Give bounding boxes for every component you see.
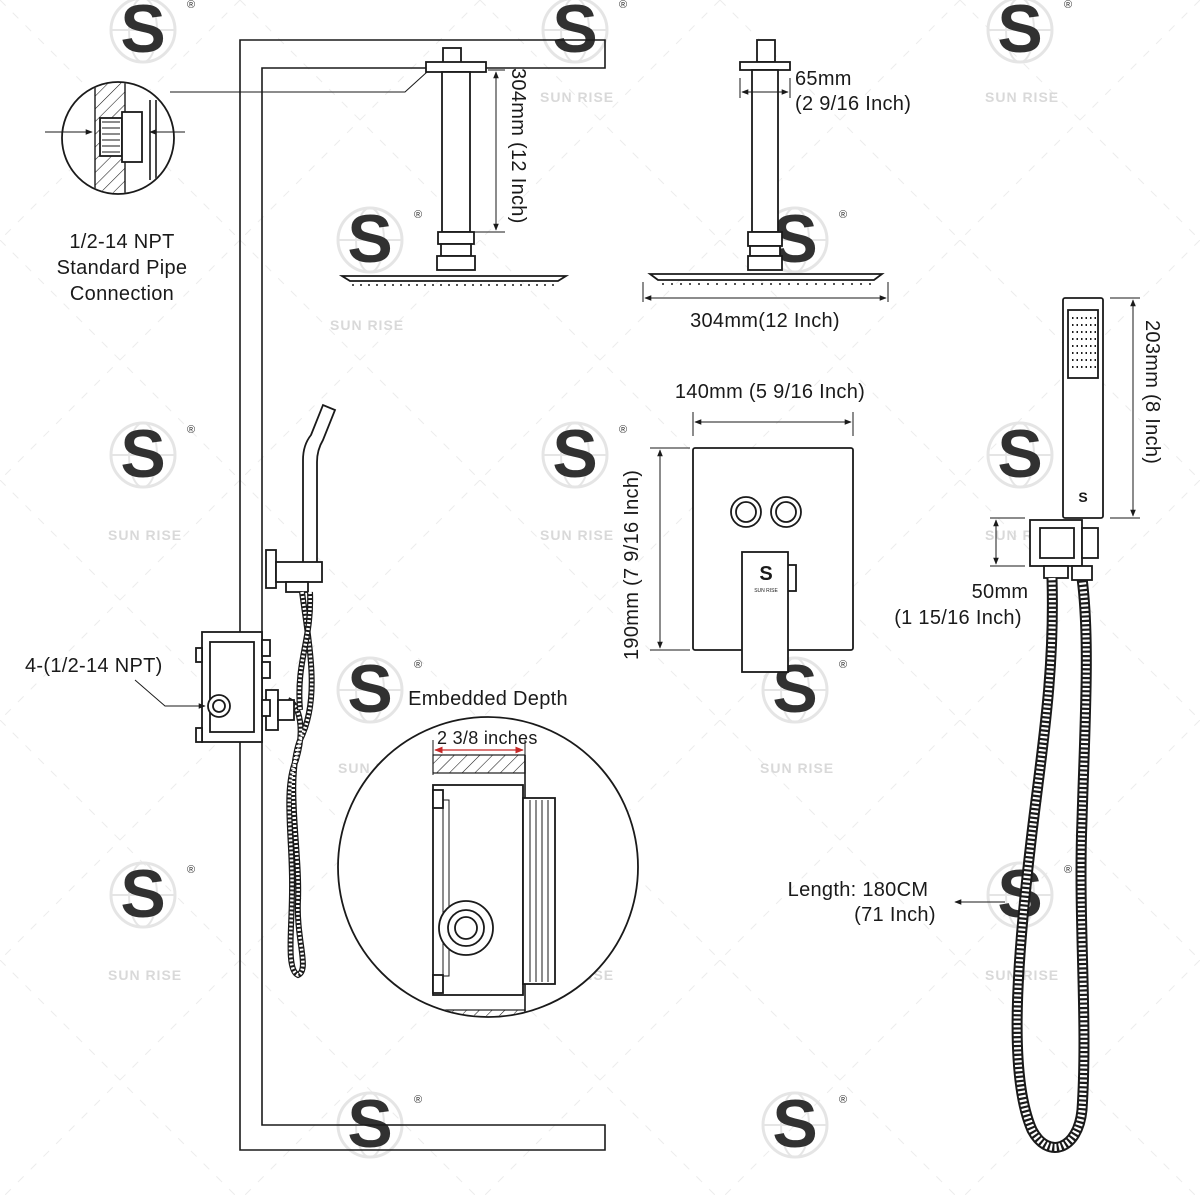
svg-text:Standard Pipe: Standard Pipe [57,257,188,279]
hand-shower-logo: S [1078,489,1087,505]
svg-text:65mm: 65mm [795,68,852,90]
svg-text:1/2-14 NPT: 1/2-14 NPT [69,231,174,253]
svg-text:SUN RISE: SUN RISE [330,317,404,333]
svg-text:SUN RISE: SUN RISE [540,527,614,543]
shower-head-detail [647,273,885,285]
valve-handle [741,551,789,673]
hose-length-callout: Length: 180CM (71 Inch) [788,879,1005,926]
svg-text:Connection: Connection [70,283,174,305]
arm-base-dimension: 65mm (2 9/16 Inch) [739,68,911,115]
embedded-depth-detail: Embedded Depth 2 3/8 inches [337,688,639,1018]
valve-logo-text: SUN RISE [754,588,778,594]
pipe-connection-callout: 1/2-14 NPT Standard Pipe Connection [57,231,188,305]
valve-plate-height-dimension: 190mm (7 9/16 Inch) [621,447,690,660]
installed-shower-arm [425,47,487,271]
svg-text:(71 Inch): (71 Inch) [854,904,936,926]
svg-text:50mm: 50mm [972,581,1029,603]
pipe-connection-detail [45,81,185,195]
arm-height-label: 304mm (12 Inch) [507,68,529,224]
svg-text:SUN RISE: SUN RISE [108,527,182,543]
pipe-leader-line [170,71,428,93]
svg-text:140mm (5 9/16 Inch): 140mm (5 9/16 Inch) [675,381,865,403]
valve-trim-plate: S SUN RISE [692,447,854,673]
svg-text:304mm(12 Inch): 304mm(12 Inch) [690,310,840,332]
hand-shower-hose [1011,565,1093,1153]
installed-hand-shower [265,403,337,593]
svg-text:SUN RISE: SUN RISE [108,967,182,983]
svg-text:(2 9/16 Inch): (2 9/16 Inch) [795,93,911,115]
svg-text:2 3/8 inches: 2 3/8 inches [437,728,538,748]
holder-height-dimension: 50mm (1 15/16 Inch) [894,517,1029,629]
svg-text:190mm (7 9/16 Inch): 190mm (7 9/16 Inch) [621,470,643,660]
svg-text:203mm (8 Inch): 203mm (8 Inch) [1141,320,1163,464]
embedded-valve-body [195,631,271,743]
valve-plate-width-dimension: 140mm (5 9/16 Inch) [675,381,865,436]
wall-structure [239,39,606,1151]
shower-arm-detail [739,39,791,271]
hand-shower-detail: S [1029,297,1104,579]
shower-head-width-dimension: 304mm(12 Inch) [642,282,889,332]
svg-text:SUN RISE: SUN RISE [985,89,1059,105]
arm-height-dimension: 304mm (12 Inch) [462,68,529,233]
hand-shower-length-dimension: 203mm (8 Inch) [1110,297,1163,519]
svg-text:SUN RISE: SUN RISE [540,89,614,105]
svg-text:(1 15/16 Inch): (1 15/16 Inch) [894,607,1022,629]
valve-logo-mark: S [759,563,772,585]
svg-text:SUN RISE: SUN RISE [760,760,834,776]
installed-hose [286,591,315,979]
svg-text:Embedded Depth: Embedded Depth [408,688,568,710]
inlet-ports-callout: 4-(1/2-14 NPT) [25,655,206,709]
svg-text:4-(1/2-14 NPT): 4-(1/2-14 NPT) [25,655,163,677]
svg-text:Length: 180CM: Length: 180CM [788,879,929,901]
installed-shower-head [338,275,570,286]
